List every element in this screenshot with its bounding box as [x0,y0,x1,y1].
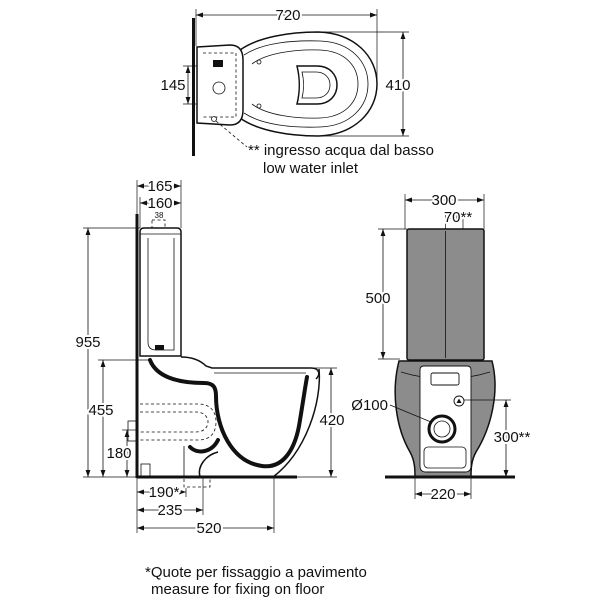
tank-foot [155,345,164,350]
dimension-label-300-inlet: 300** [494,429,531,446]
dimension-label-70: 70** [444,209,473,226]
dimension-label-length: 720 [275,7,300,24]
bowl-outline [239,31,378,137]
floor-fixing [140,463,151,477]
dimension-label-520: 520 [196,520,221,537]
inlet-note-english: low water inlet [263,160,359,177]
dimension-label-38: 38 [155,211,164,220]
outlet-leader-line [389,404,432,423]
rim-outline [251,49,359,119]
front-view: 300 70** 500 Ø100 300** 220 [349,190,532,505]
dimension-label-220: 220 [430,486,455,503]
base-recess [423,446,467,469]
outlet-pipe-inner [140,411,209,433]
dimension-label-190: 190* [149,484,180,501]
side-view: 165 160 38 955 455 180 420 190* 235 520 [73,176,346,539]
water-inlet-marker [211,116,217,122]
outlet-pipe [140,403,217,441]
flush-button [213,60,223,67]
fixing-bracket [430,372,460,386]
dimension-label-diameter: Ø100 [351,397,388,414]
dimension-label-500: 500 [365,290,390,307]
water-inlet-triangle [456,398,462,403]
dimension-label-180: 180 [106,445,131,462]
inlet-note-italian: ** ingresso acqua dal basso [248,142,434,159]
dimension-label-160: 160 [147,195,172,212]
inlet-box [151,219,166,229]
dimension-label-300: 300 [431,192,456,209]
outlet-connector [127,420,137,442]
hinge-hole [256,59,262,65]
outlet-ring [427,414,457,444]
trapway [188,438,220,454]
bowl-back-foot [198,451,219,478]
bowl-opening [296,65,338,105]
wall [135,214,139,478]
rim-top [180,356,320,380]
hinge-hole [256,103,262,109]
dimension-label-165: 165 [147,178,172,195]
note-leader-line [215,120,248,148]
flush-hole [212,81,226,95]
footnote: *Quote per fissaggio a pavimento measure… [145,564,367,598]
tank-outline [196,44,244,126]
dimension-label-455: 455 [88,402,113,419]
dimension-label-955: 955 [75,334,100,351]
dimension-label-inlet: 145 [160,77,185,94]
dimension-label-width: 410 [385,77,410,94]
footnote-italian: *Quote per fissaggio a pavimento [145,564,367,581]
top-view: 720 410 145 ** ingresso acqua dal basso … [158,5,434,177]
dimension-label-235: 235 [157,502,182,519]
outlet-ring-inner [433,420,451,438]
wall [192,18,195,156]
bowl-opening-inner [301,71,331,99]
floor-fixing-below [183,477,211,488]
seat-outline [243,40,369,128]
tank-inner-line [203,52,237,118]
bowl-interior [148,358,309,469]
dimension-label-420: 420 [319,412,344,429]
footnote-english: measure for fixing on floor [151,581,324,598]
tank-outline [139,227,182,357]
bowl-front-outline [272,368,321,478]
